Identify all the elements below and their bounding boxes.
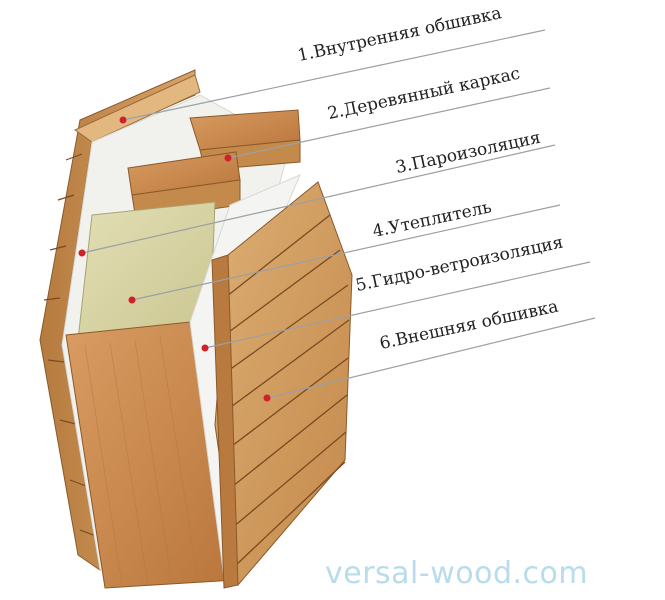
leader-3: [81, 144, 556, 254]
wood-grain: [84, 335, 199, 586]
inner-sheathing-seams: [43, 153, 97, 537]
leader-2: [227, 87, 551, 159]
leader-1: [122, 29, 546, 121]
marker-2: [224, 154, 232, 162]
marker-6: [263, 394, 271, 402]
leader-5: [204, 261, 591, 349]
leader-lines: [81, 29, 596, 399]
siding-board-lines: [217, 214, 350, 566]
leader-6: [266, 317, 596, 399]
layer-markers: [78, 116, 271, 402]
exterior-siding: [214, 181, 353, 587]
watermark: versal-wood.com: [325, 556, 589, 591]
exterior-siding-edge: [211, 254, 239, 589]
marker-1: [119, 116, 127, 124]
marker-5: [201, 344, 209, 352]
marker-4: [128, 296, 136, 304]
marker-3: [78, 249, 86, 257]
inner-sheathing-face: [74, 74, 201, 143]
leader-4: [131, 204, 561, 301]
